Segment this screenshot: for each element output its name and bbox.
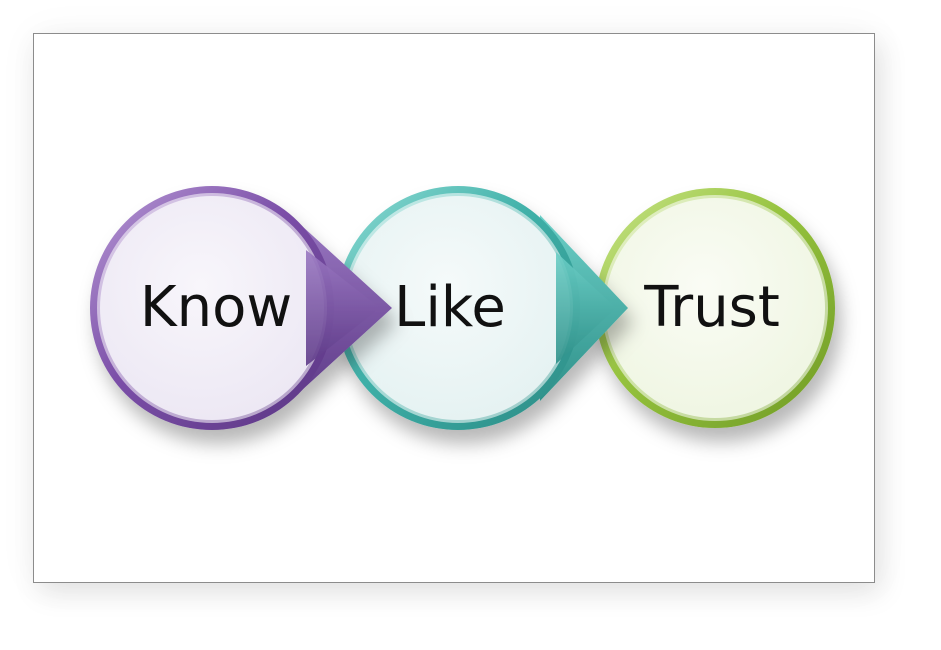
node-label-trust: Trust: [643, 275, 780, 340]
node-know: [90, 186, 392, 430]
node-like: [336, 186, 628, 430]
node-label-know: Know: [140, 275, 292, 340]
node-trust: [595, 188, 835, 428]
node-label-like: Like: [394, 275, 506, 340]
